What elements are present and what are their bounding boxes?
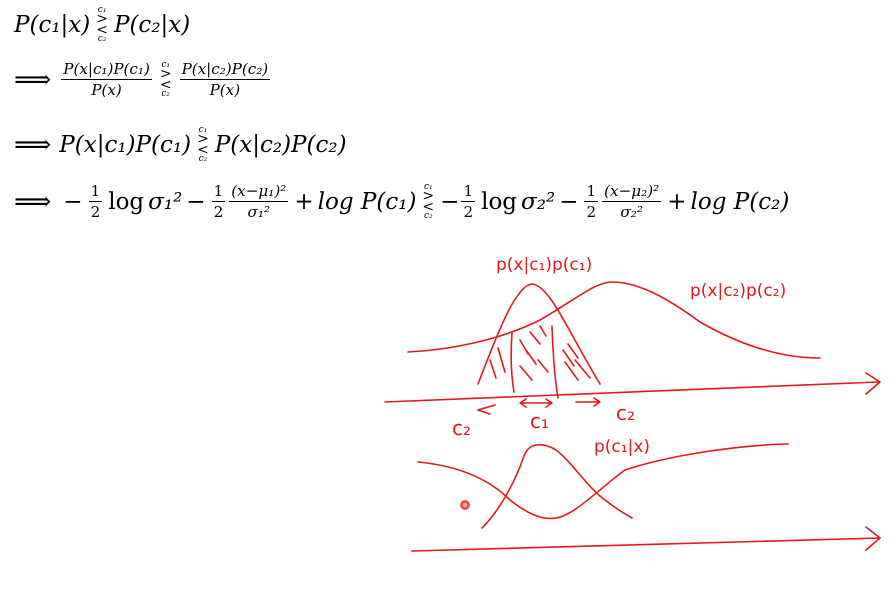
half-fraction: 1 2: [211, 182, 226, 221]
half-fraction: 1 2: [461, 182, 476, 221]
log-prior-c2: log P(c₂): [690, 188, 790, 215]
label-c1: c₁: [530, 409, 549, 433]
label-c2-right: c₂: [616, 401, 635, 425]
greater-icon: >: [96, 11, 108, 28]
half-fraction: 1 2: [88, 182, 103, 221]
sigma-2-squared: σ₂²: [521, 188, 556, 215]
lower-axis-arrowhead: [865, 526, 881, 551]
decision-comparator: c₁ > < c₂: [422, 181, 435, 221]
less-icon: <: [422, 198, 435, 215]
less-icon: <: [159, 76, 172, 93]
less-icon: <: [197, 141, 209, 158]
joint-c2-curve: [407, 281, 821, 359]
cursor-dot-center: [463, 503, 467, 507]
lower-x-axis: [411, 537, 881, 552]
joint-c1-curve: [477, 283, 601, 385]
less-icon: <: [96, 21, 108, 38]
sigma-1-squared: σ₁²: [148, 188, 183, 215]
posterior-c2: P(c₂|x): [113, 11, 191, 38]
decision-comparator: c₁ > < c₂: [197, 125, 209, 165]
label-joint-c2: p(x|c₂)p(c₂): [690, 281, 786, 301]
equation-line-2: ⟹ P(x|c₁)P(c₁) P(x) c₁ > < c₂ P(x|c₂)P(c…: [14, 60, 272, 99]
greater-icon: >: [422, 188, 435, 204]
greater-icon: >: [159, 66, 172, 82]
implies-icon: ⟹: [14, 186, 52, 217]
label-posterior: p(c₁|x): [594, 437, 650, 457]
fraction-left: P(x|c₁)P(c₁) P(x): [61, 60, 152, 99]
implies-icon: ⟹: [14, 64, 52, 95]
mahalanobis-term-2: (x−μ₂)² σ₂²: [602, 182, 662, 221]
greater-icon: >: [197, 131, 209, 148]
boundary-left: [510, 332, 515, 393]
label-c2-left: c₂: [452, 416, 471, 440]
decision-comparator: c₁ > < c₂: [96, 5, 108, 45]
posterior-bump-curve: [481, 443, 633, 529]
posterior-c1: P(c₁|x): [14, 11, 91, 38]
boundary-right: [551, 325, 559, 399]
equation-line-4: ⟹ − 1 2 log σ₁² − 1 2 (x−μ₁)² σ₁² + log …: [14, 181, 790, 221]
equation-line-3: ⟹ P(x|c₁)P(c₁) c₁ > < c₂ P(x|c₂)P(c₂): [14, 125, 347, 165]
half-fraction: 1 2: [584, 182, 599, 221]
arrow-right: [575, 397, 601, 407]
joint-c1: P(x|c₁)P(c₁): [59, 131, 192, 158]
decision-comparator: c₁ > < c₂: [159, 59, 172, 99]
log-prior-c1: log P(c₁): [317, 188, 417, 215]
upper-x-axis: [384, 381, 879, 403]
arrow-double: [519, 398, 553, 408]
hatch-lines: [489, 325, 591, 381]
mahalanobis-term-1: (x−μ₁)² σ₁²: [229, 182, 289, 221]
joint-c2: P(x|c₂)P(c₂): [214, 131, 347, 158]
arrow-left: [477, 404, 496, 415]
posterior-c1-curve: [417, 443, 789, 520]
upper-axis-arrowhead: [865, 372, 881, 395]
equation-line-1: P(c₁|x) c₁ > < c₂ P(c₂|x): [14, 5, 191, 45]
fraction-right: P(x|c₂)P(c₂) P(x): [179, 60, 271, 99]
implies-icon: ⟹: [14, 129, 52, 160]
label-joint-c1: p(x|c₁)p(c₁): [496, 255, 592, 275]
